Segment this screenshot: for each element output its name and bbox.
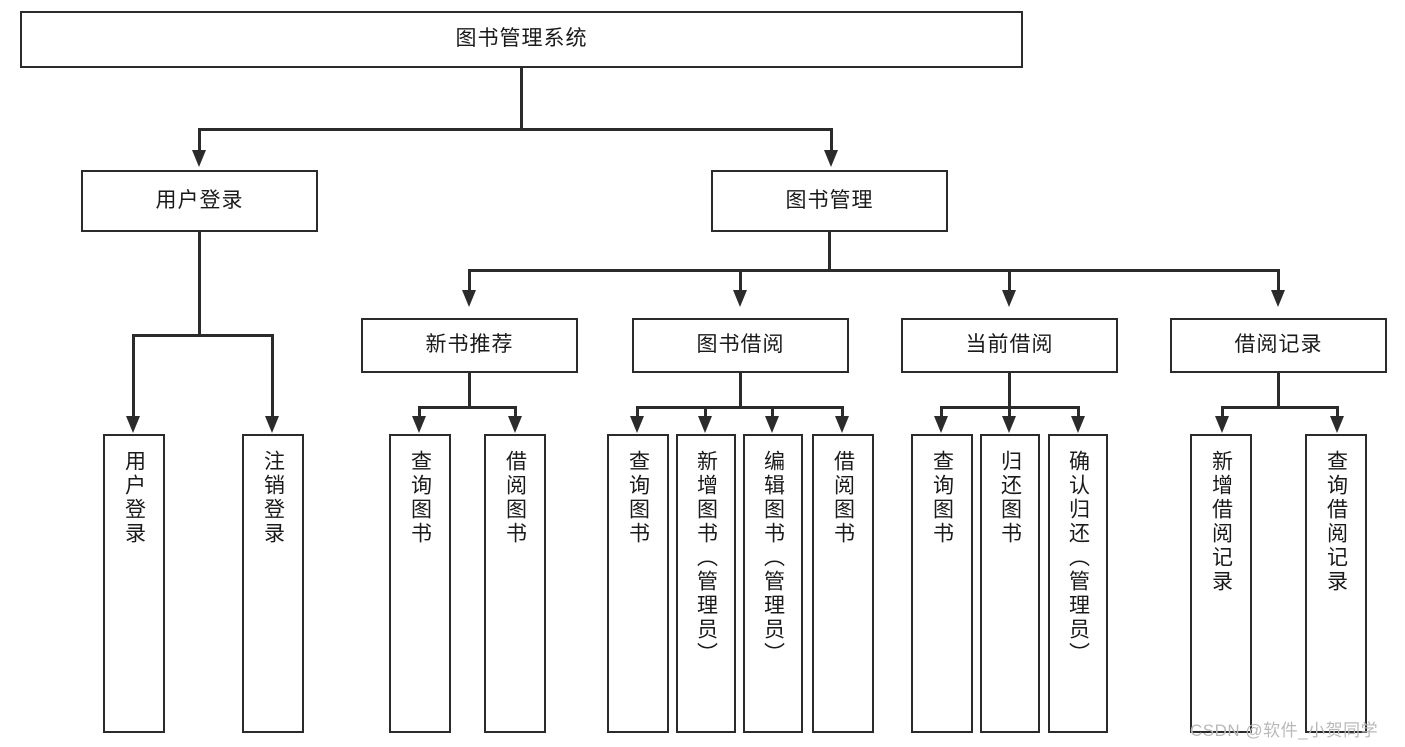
connector-new-book-bus xyxy=(418,406,516,409)
connector-new-book-stem xyxy=(468,373,471,408)
arrowhead-bb-to-leaf-2 xyxy=(698,416,712,433)
node-label: 借阅图书 xyxy=(831,450,855,546)
connector-root-to-user-login xyxy=(198,128,201,151)
arrowhead-new-book-to-leaf-2 xyxy=(508,416,522,433)
connector-new-book-to-leaf-1 xyxy=(418,406,421,418)
arrowhead-cb-to-leaf-2 xyxy=(1002,416,1016,433)
arrowhead-new-book-to-leaf-1 xyxy=(412,416,426,433)
arrowhead-br-to-leaf-1 xyxy=(1215,416,1229,433)
connector-bm-to-book-borrow xyxy=(739,269,742,291)
node-label: 新增借阅记录 xyxy=(1209,450,1233,594)
node-borrow-record[interactable]: 借阅记录 xyxy=(1170,318,1387,373)
node-leaf-query-book-2[interactable]: 查询图书 xyxy=(607,434,669,733)
connector-cb-to-leaf-2 xyxy=(1008,406,1011,418)
node-label: 查询图书 xyxy=(408,450,432,546)
arrowhead-bb-to-leaf-4 xyxy=(835,416,849,433)
csdn-watermark: CSDN @软件_小贺同学 xyxy=(1190,721,1379,740)
node-leaf-borrow-book-2[interactable]: 借阅图书 xyxy=(812,434,874,733)
connector-bm-to-borrow-record xyxy=(1277,269,1280,291)
arrowhead-br-to-leaf-2 xyxy=(1330,416,1344,433)
connector-user-login-to-leaf-1 xyxy=(132,334,135,417)
arrowhead-root-to-book-management xyxy=(824,150,838,167)
connector-root-to-book-management xyxy=(830,128,833,151)
node-book-management[interactable]: 图书管理 xyxy=(711,170,948,232)
connector-br-to-leaf-2 xyxy=(1336,406,1339,418)
connector-book-management-stem xyxy=(828,232,831,271)
node-current-borrow[interactable]: 当前借阅 xyxy=(901,318,1118,373)
arrowhead-bm-to-borrow-record xyxy=(1271,290,1285,307)
connector-bb-to-leaf-2 xyxy=(704,406,707,418)
arrowhead-bm-to-current-borrow xyxy=(1002,290,1016,307)
connector-book-borrow-stem xyxy=(739,373,742,408)
node-label: 借阅记录 xyxy=(1234,333,1323,357)
arrowhead-bb-to-leaf-3 xyxy=(765,416,779,433)
connector-book-management-bus xyxy=(468,269,1280,272)
node-leaf-user-login[interactable]: 用户登录 xyxy=(103,434,165,733)
arrowhead-bm-to-new-book xyxy=(462,290,476,307)
node-label: 注销登录 xyxy=(261,450,285,546)
node-label: 借阅图书 xyxy=(503,450,527,546)
node-leaf-add-record[interactable]: 新增借阅记录 xyxy=(1190,434,1252,733)
connector-br-to-leaf-1 xyxy=(1221,406,1224,418)
node-user-login[interactable]: 用户登录 xyxy=(81,170,318,232)
connector-user-login-bus xyxy=(132,334,273,337)
node-book-borrow[interactable]: 图书借阅 xyxy=(632,318,849,373)
arrowhead-root-to-user-login xyxy=(192,150,206,167)
node-label: 用户登录 xyxy=(122,450,146,546)
node-new-book-recommend[interactable]: 新书推荐 xyxy=(361,318,578,373)
node-label: 查询图书 xyxy=(930,450,954,546)
connector-borrow-record-stem xyxy=(1277,373,1280,408)
node-label: 图书管理 xyxy=(785,188,874,212)
node-root-book-management-system[interactable]: 图书管理系统 xyxy=(20,11,1023,68)
connector-bm-to-current-borrow xyxy=(1008,269,1011,291)
node-label: 图书借阅 xyxy=(696,333,785,357)
node-leaf-query-record[interactable]: 查询借阅记录 xyxy=(1305,434,1367,733)
node-leaf-user-logout[interactable]: 注销登录 xyxy=(242,434,304,733)
node-leaf-return-book[interactable]: 归还图书 xyxy=(980,434,1040,733)
connector-bb-to-leaf-1 xyxy=(636,406,639,418)
node-leaf-edit-book[interactable]: 编辑图书（管理员） xyxy=(743,434,803,733)
node-label: 编辑图书（管理员） xyxy=(761,450,785,666)
node-label: 查询图书 xyxy=(626,450,650,546)
node-label: 归还图书 xyxy=(998,450,1022,546)
connector-borrow-record-bus xyxy=(1221,406,1338,409)
connector-bm-to-new-book xyxy=(468,269,471,291)
connector-bb-to-leaf-4 xyxy=(841,406,844,418)
node-label: 图书管理系统 xyxy=(455,27,588,51)
node-label: 确认归还（管理员） xyxy=(1066,450,1090,666)
arrowhead-user-login-to-leaf-1 xyxy=(126,416,140,433)
connector-cb-to-leaf-3 xyxy=(1077,406,1080,418)
arrowhead-bm-to-book-borrow xyxy=(733,290,747,307)
arrowhead-bb-to-leaf-1 xyxy=(630,416,644,433)
connector-new-book-to-leaf-2 xyxy=(514,406,517,418)
node-label: 用户登录 xyxy=(155,188,244,212)
node-leaf-add-book[interactable]: 新增图书（管理员） xyxy=(676,434,736,733)
node-label: 新增图书（管理员） xyxy=(694,450,718,666)
connector-root-stem xyxy=(520,68,523,130)
connector-user-login-stem xyxy=(198,232,201,336)
arrowhead-user-login-to-leaf-2 xyxy=(265,416,279,433)
connector-bb-to-leaf-3 xyxy=(771,406,774,418)
connector-book-borrow-bus xyxy=(636,406,844,409)
node-label: 新书推荐 xyxy=(425,333,514,357)
node-leaf-query-book-1[interactable]: 查询图书 xyxy=(389,434,451,733)
connector-root-bus xyxy=(198,128,832,131)
node-label: 当前借阅 xyxy=(965,333,1054,357)
node-label: 查询借阅记录 xyxy=(1324,450,1348,594)
connector-cb-to-leaf-1 xyxy=(940,406,943,418)
node-leaf-borrow-book-1[interactable]: 借阅图书 xyxy=(484,434,546,733)
node-leaf-query-book-3[interactable]: 查询图书 xyxy=(911,434,973,733)
connector-current-borrow-stem xyxy=(1008,373,1011,408)
arrowhead-cb-to-leaf-1 xyxy=(934,416,948,433)
connector-user-login-to-leaf-2 xyxy=(271,334,274,417)
arrowhead-cb-to-leaf-3 xyxy=(1071,416,1085,433)
node-leaf-confirm-return[interactable]: 确认归还（管理员） xyxy=(1048,434,1108,733)
